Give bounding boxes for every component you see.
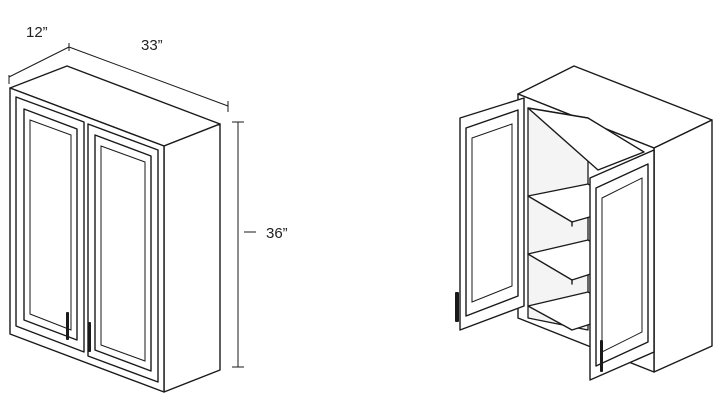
- width-label: 33”: [141, 37, 163, 54]
- open-cabinet: [455, 65, 713, 381]
- height-dimension-line: [232, 121, 256, 368]
- door-handle-icons: [66, 312, 91, 352]
- width-dimension-line: [68, 46, 229, 112]
- open-cabinet-side: [653, 119, 713, 373]
- door-handle-icon: [600, 340, 603, 372]
- left-door: [15, 96, 85, 353]
- open-left-door: [455, 97, 525, 331]
- closed-cabinet: [8, 43, 256, 393]
- interior-right-wall: [527, 107, 645, 171]
- open-right-door: [589, 149, 655, 381]
- height-label: 36”: [266, 225, 288, 242]
- right-door: [87, 123, 159, 383]
- depth-label: 12”: [26, 24, 48, 41]
- cabinet-side: [163, 123, 221, 393]
- door-handle-icon: [455, 292, 459, 322]
